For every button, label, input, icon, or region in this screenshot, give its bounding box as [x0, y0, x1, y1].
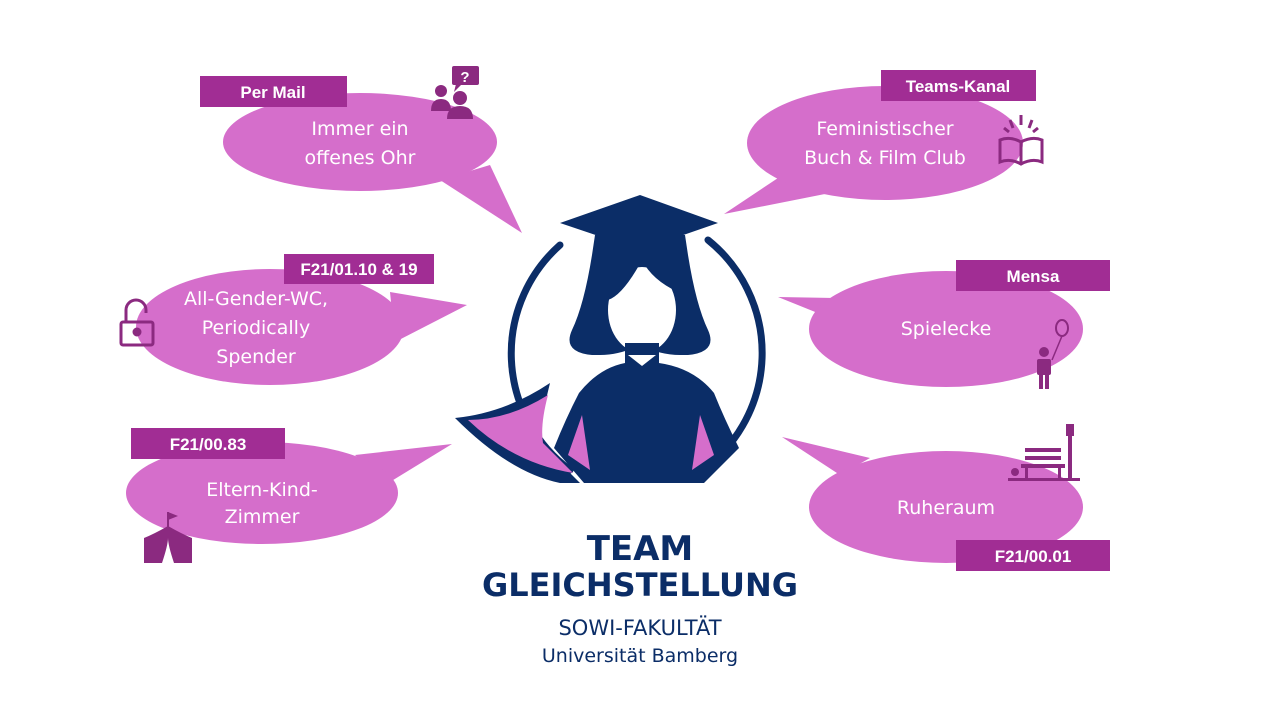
location-label	[131, 428, 285, 459]
bubble-text-line: All-Gender-WC,	[184, 288, 328, 310]
bubble-spielecke: Mensa Spielecke	[778, 260, 1110, 389]
bubble-text-line: Immer ein	[311, 118, 408, 140]
bubble-text-line: offenes Ohr	[305, 147, 416, 169]
bubble-text-line: Feministischer	[816, 118, 953, 140]
location-label	[200, 76, 347, 107]
child-balloon-icon	[1037, 319, 1069, 389]
bubble-text-line: Spielecke	[901, 318, 992, 340]
circus-tent-icon	[144, 512, 192, 563]
label-text: F21/01.10 & 19	[300, 260, 417, 279]
bubble-per-mail: Per Mail Immer ein offenes Ohr ?	[200, 66, 522, 233]
bubble-teams-kanal: Teams-Kanal Feministischer Buch & Film C…	[724, 70, 1044, 214]
bubble-text-line: Buch & Film Club	[804, 147, 966, 169]
svg-text:?: ?	[460, 69, 469, 86]
location-label	[881, 70, 1036, 101]
bubble-text-line: Eltern-Kind-	[206, 479, 318, 501]
bubble-text-line: Zimmer	[225, 506, 300, 528]
logo-university: Universität Bamberg	[542, 645, 738, 667]
bubble-eltern-kind-zimmer: F21/00.83 Eltern-Kind- Zimmer	[126, 428, 452, 563]
bubble-ruheraum: F21/00.01 Ruheraum	[782, 424, 1110, 571]
label-text: Mensa	[1007, 267, 1060, 286]
label-text: F21/00.01	[995, 547, 1072, 566]
location-label	[956, 540, 1110, 571]
park-bench-icon	[1008, 424, 1080, 481]
label-text: Per Mail	[240, 83, 305, 102]
people-question-icon: ?	[431, 66, 479, 119]
bubble-all-gender-wc: F21/01.10 & 19 All-Gender-WC, Periodical…	[119, 254, 467, 385]
open-book-icon	[998, 115, 1044, 166]
label-text: Teams-Kanal	[906, 77, 1011, 96]
logo-title-team: TEAM	[587, 529, 694, 569]
location-label	[284, 254, 434, 284]
logo-title-gleichstellung: GLEICHSTELLUNG	[482, 566, 798, 604]
bubble-text-line: Ruheraum	[897, 497, 995, 519]
unlocked-padlock-icon	[119, 298, 155, 347]
label-text: F21/00.83	[170, 435, 247, 454]
bubble-text-line: Periodically	[202, 317, 310, 339]
logo-faculty: SOWI-FAKULTÄT	[558, 615, 721, 640]
bubble-text-line: Spender	[216, 346, 296, 368]
location-label	[956, 260, 1110, 291]
graduate-woman-logo	[455, 195, 766, 483]
